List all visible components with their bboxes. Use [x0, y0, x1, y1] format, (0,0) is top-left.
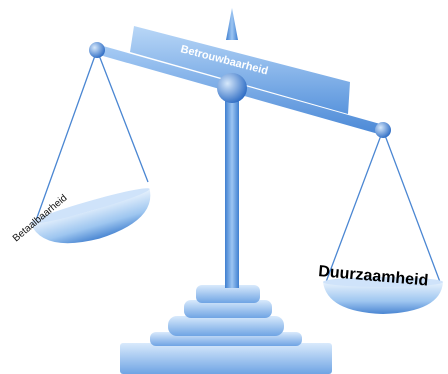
left-strings [33, 49, 149, 227]
right-pan [323, 277, 443, 314]
right-pivot-knob [375, 122, 391, 138]
pedestal [120, 285, 332, 374]
pole [225, 90, 239, 288]
center-pivot-knob [217, 73, 247, 103]
pointer-spike [226, 8, 238, 40]
left-pan [30, 188, 151, 244]
right-strings [325, 129, 441, 283]
left-pivot-knob [89, 42, 105, 58]
